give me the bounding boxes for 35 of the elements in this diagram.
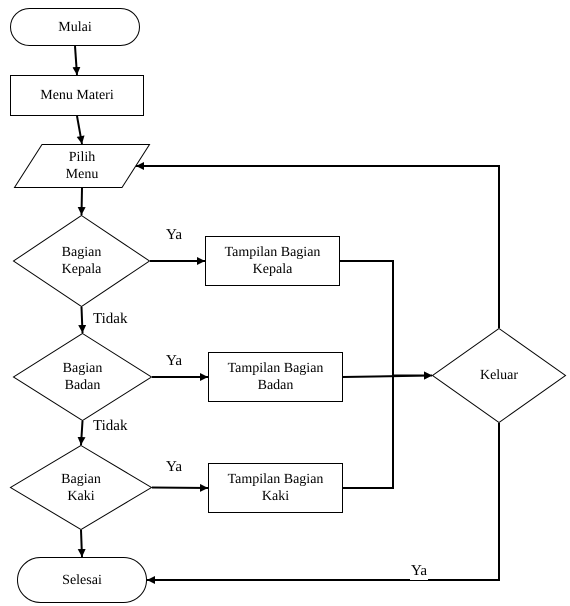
decision-diamond <box>13 333 152 421</box>
arrow <box>78 306 86 334</box>
input-parallelogram <box>14 144 150 188</box>
node-label: Tampilan Bagian Badan <box>226 360 324 394</box>
arrow <box>78 188 86 216</box>
terminal-shape <box>17 557 147 603</box>
decision-diamond <box>10 445 152 530</box>
edge-label: Ya <box>410 563 428 580</box>
node-label: Bagian Kaki <box>60 470 102 504</box>
node-label: Keluar <box>480 367 518 384</box>
arrow <box>76 116 85 144</box>
decision-diamond <box>13 215 150 307</box>
arrow <box>152 373 208 381</box>
arrow <box>78 530 86 558</box>
node-label: Tampilan Bagian Kepala <box>224 244 322 278</box>
arrow <box>78 420 86 446</box>
arrow <box>147 423 500 584</box>
node-label: Mulai <box>58 18 92 36</box>
process-box <box>208 463 343 513</box>
node-label: Bagian Badan <box>62 360 104 394</box>
arrow <box>72 46 80 76</box>
process-box <box>10 75 144 116</box>
node-label: Selesai <box>62 572 102 588</box>
node-label: Bagian Kepala <box>60 244 102 278</box>
arrow <box>150 257 205 265</box>
node-label: Menu Materi <box>40 87 114 104</box>
node-label: Tampilan Bagian Kaki <box>226 471 324 505</box>
decision-diamond <box>432 328 566 423</box>
terminal-shape <box>10 8 140 46</box>
arrow <box>136 162 500 328</box>
arrow <box>152 484 208 492</box>
process-box <box>208 352 343 402</box>
arrow <box>343 372 432 489</box>
process-box <box>205 236 340 286</box>
node-label: Pilih Menu <box>64 149 100 183</box>
